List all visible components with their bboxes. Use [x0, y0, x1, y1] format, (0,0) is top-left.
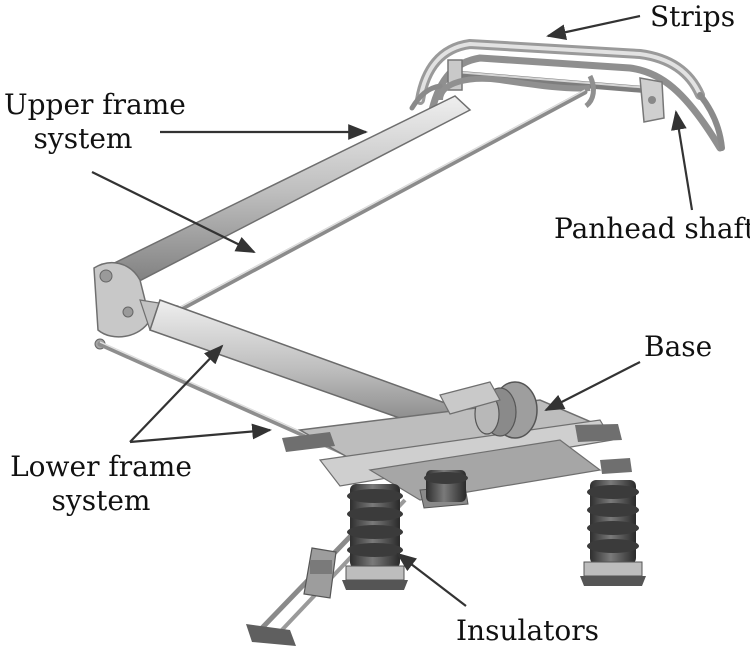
label-panhead-shaft: Panhead shaft	[554, 212, 750, 245]
label-lower-frame-line1: Lower frame	[10, 450, 192, 483]
label-lower-frame-system: Lower frame system	[8, 450, 194, 518]
insulator-back	[424, 470, 468, 502]
label-lower-frame-line2: system	[51, 484, 151, 517]
arrow-insulators	[396, 552, 467, 607]
arrow-upper-frame-rod	[91, 171, 256, 253]
leader-arrows	[91, 14, 694, 607]
label-base: Base	[644, 330, 713, 363]
insulators	[342, 470, 646, 590]
insulator-right	[580, 480, 646, 586]
label-upper-frame-system: Upper frame system	[4, 88, 186, 156]
arrow-lower-frame-tube	[129, 344, 224, 443]
arrow-lower-frame-rod	[129, 423, 272, 444]
label-insulators: Insulators	[456, 614, 600, 647]
panhead	[409, 38, 725, 152]
arrow-base	[544, 361, 641, 411]
insulator-center	[342, 484, 408, 590]
label-upper-frame-line2: system	[33, 122, 133, 155]
label-strips: Strips	[650, 0, 736, 33]
label-upper-frame-line1: Upper frame	[4, 88, 186, 121]
arrow-panhead-shaft	[671, 110, 694, 211]
upper-frame	[93, 89, 588, 350]
arrow-strips	[546, 14, 641, 40]
base-frame	[246, 381, 632, 646]
